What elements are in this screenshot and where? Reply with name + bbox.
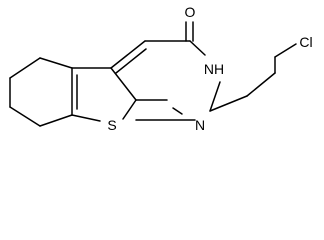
sulfur-label: S: [107, 117, 116, 133]
nh-label: NH: [204, 61, 224, 77]
cyclohexane-ring: [9, 57, 73, 127]
nitrogen-label: N: [195, 117, 205, 133]
structure-canvas: O NH Cl S N: [0, 0, 324, 136]
thiophene-ring: [71, 67, 137, 122]
carbonyl-bond: [185, 21, 194, 42]
molecule-structure: O NH Cl S N: [0, 0, 324, 136]
oxygen-label: O: [185, 4, 196, 20]
background: [0, 0, 324, 136]
chloropropyl-chain: [209, 43, 297, 112]
pyrimidinone-ring: [110, 40, 221, 121]
chlorine-label: Cl: [299, 34, 312, 50]
